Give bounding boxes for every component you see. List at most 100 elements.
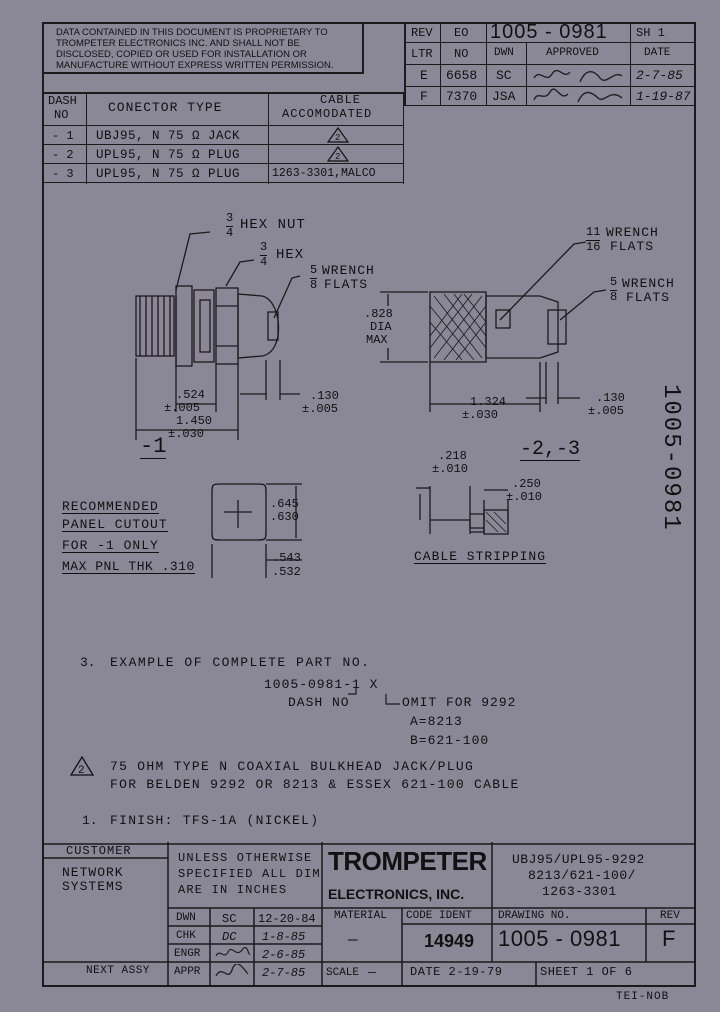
no-header: NO: [54, 108, 69, 122]
unless-line2: SPECIFIED ALL DIM: [178, 867, 321, 881]
dim-dia: DIA: [370, 320, 392, 334]
approved-label: APPROVED: [546, 47, 599, 59]
dim-645: .645: [270, 497, 299, 511]
frac-den: 16: [586, 240, 601, 254]
description-line2: 8213/621-100/: [528, 868, 636, 883]
dash-row-no: - 2: [52, 148, 74, 162]
dim-tol: ±.030: [168, 427, 205, 441]
revision-block: REV LTR EO NO 1005 - 0981 SH 1 DWN APPRO…: [404, 21, 696, 106]
note-3-text: EXAMPLE OF COMPLETE PART NO.: [110, 655, 371, 670]
rev-row-date: 2-7-85: [636, 68, 683, 83]
no-label: NO: [454, 47, 469, 61]
dwn-date: 12-20-84: [258, 912, 316, 926]
company-subtitle: ELECTRONICS, INC.: [328, 886, 465, 902]
scale-value: —: [368, 965, 376, 980]
view-label-2-3: -2,-3: [520, 438, 581, 461]
jack-threaded-end: [135, 295, 175, 357]
dim-543: .543: [272, 551, 301, 565]
dim-532: .532: [272, 565, 301, 579]
rev-row-eo: 6658: [446, 68, 478, 83]
dim-1450: 1.450: [176, 414, 213, 428]
title-rev-value: F: [662, 926, 676, 951]
rev-row-ltr: E: [420, 68, 428, 83]
engr-label: ENGR: [174, 948, 201, 960]
drawing-no-value: 1005 - 0981: [498, 926, 621, 951]
frac-num: 3: [226, 211, 234, 225]
eo-label: EO: [454, 26, 469, 40]
notice-line: MANUFACTURE WITHOUT EXPRESS WRITTEN PERM…: [56, 60, 334, 71]
dash-table: DASH NO CONECTOR TYPE CABLE ACCOMODATED …: [44, 92, 404, 184]
sheet-value: SHEET 1 OF 6: [540, 965, 633, 979]
connector-type-header: CONECTOR TYPE: [108, 100, 223, 115]
frac-den: 8: [310, 278, 318, 292]
dim-828: .828: [364, 307, 393, 321]
connector-drawing: [135, 231, 607, 578]
rev-row-dwn: SC: [496, 68, 512, 83]
svg-text:2: 2: [78, 765, 85, 776]
dim-218: .218: [438, 449, 467, 463]
chk-date: 1-8-85: [262, 930, 306, 944]
scale-label: SCALE: [326, 967, 360, 979]
drawing-no-label: DRAWING NO.: [498, 910, 571, 922]
material-label: MATERIAL: [334, 910, 387, 922]
rev-row-eo: 7370: [446, 89, 478, 104]
dim-tol: ±.005: [302, 402, 339, 416]
cable-header: CABLE: [320, 93, 362, 107]
dash-row-type: UPL95, N 75 Ω PLUG: [96, 148, 241, 162]
wrench-label: WRENCH: [622, 276, 675, 291]
engr-date: 2-6-85: [262, 948, 306, 962]
code-ident-label: CODE IDENT: [406, 910, 473, 922]
frac-num: 5: [310, 263, 318, 277]
note-2-text-line1: 75 OHM TYPE N COAXIAL BULKHEAD JACK/PLUG: [110, 759, 475, 774]
flats-label: FLATS: [324, 277, 369, 292]
description-line3: 1263-3301: [542, 884, 617, 899]
svg-text:2: 2: [335, 152, 340, 162]
sheet-label: SH 1: [636, 26, 665, 40]
dim-250: .250: [512, 477, 541, 491]
revision-dwg-no: 1005 - 0981: [490, 21, 608, 43]
description-line1: UBJ95/UPL95-9292: [512, 852, 645, 867]
title-rev-label: REV: [660, 910, 680, 922]
dash-row-type: UPL95, N 75 Ω PLUG: [96, 167, 241, 181]
note-2-triangle-icon: 2: [327, 146, 349, 162]
dim-tol: ±.030: [462, 408, 499, 422]
rev-row-date: 1-19-87: [636, 89, 691, 104]
unless-line1: UNLESS OTHERWISE: [178, 851, 313, 865]
chk-by: DC: [222, 930, 237, 944]
next-assy-label: NEXT ASSY: [86, 965, 150, 977]
frac-num: 5: [610, 275, 618, 289]
frac-den: 8: [610, 290, 618, 304]
frac-den: 4: [260, 255, 268, 269]
approval-signature: [533, 69, 623, 83]
approval-signature: [533, 88, 623, 103]
notice-line: TROMPETER ELECTRONICS INC. AND SHALL NOT…: [56, 38, 300, 49]
company-logo-text: TROMPETER: [328, 846, 487, 876]
wrench-label: WRENCH: [322, 263, 375, 278]
max-panel-thickness-label: MAX PNL THK .310: [62, 559, 195, 574]
dim-tol: ±.010: [506, 490, 543, 504]
customer-name-line2: SYSTEMS: [62, 879, 124, 894]
omit-label: OMIT FOR 9292: [402, 695, 517, 710]
dash-row-no: - 1: [52, 129, 74, 143]
drawing-border: [42, 22, 696, 987]
dim-630: .630: [270, 510, 299, 524]
rev-label: REV: [411, 26, 433, 40]
date-value: DATE 2-19-79: [410, 965, 503, 979]
view-label-1: -1: [140, 434, 167, 459]
dash-no-label: DASH NO: [288, 695, 350, 710]
dim-tol: ±.005: [588, 404, 625, 418]
chk-label: CHK: [176, 930, 196, 942]
frac-num: 11: [586, 225, 601, 239]
note-1-number: 1.: [82, 813, 98, 828]
option-b: B=621-100: [410, 733, 490, 748]
rev-row-dwn: JSA: [492, 89, 516, 104]
dim-max: MAX: [366, 333, 388, 347]
flats-label: FLATS: [626, 290, 671, 305]
unless-line3: ARE IN INCHES: [178, 883, 288, 897]
flats-label: FLATS: [610, 239, 655, 254]
dim-524: .524: [176, 388, 205, 402]
note-1-text: FINISH: TFS-1A (NICKEL): [110, 813, 320, 828]
hex-nut-label: HEX NUT: [240, 217, 306, 233]
accomodated-header: ACCOMODATED: [282, 107, 373, 121]
example-part-no: 1005-0981-1 X: [264, 677, 379, 692]
